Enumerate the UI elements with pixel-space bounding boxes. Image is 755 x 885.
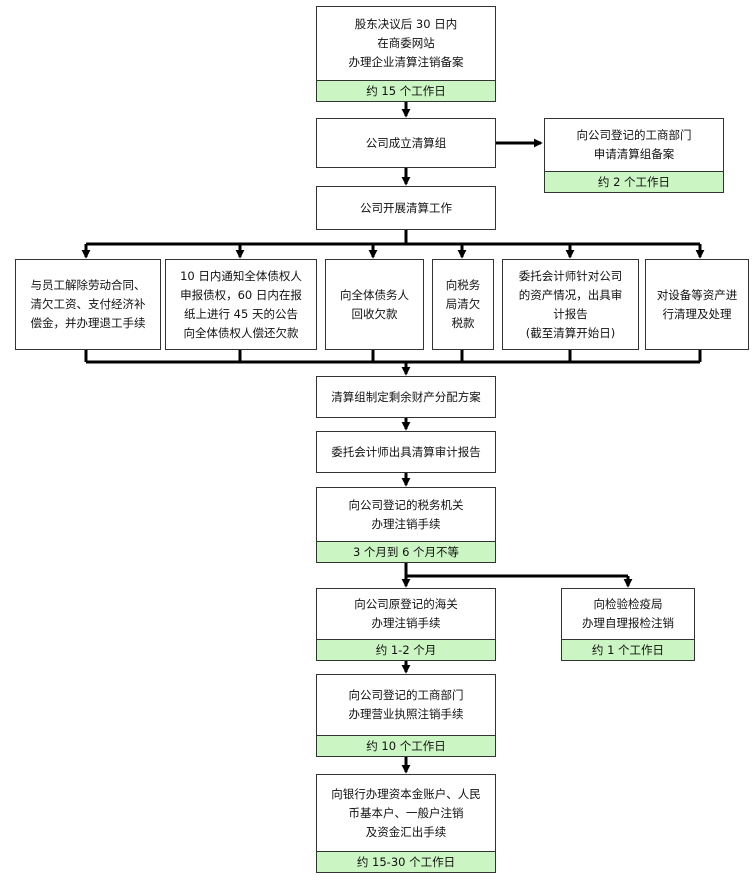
step-label-line: 公司开展清算工作 xyxy=(360,200,452,215)
step-label: 向公司登记的工商部门办理营业执照注销手续 xyxy=(317,675,495,735)
duration-badge: 约 15 个工作日 xyxy=(317,80,495,101)
step-label-line: 向全体债权人偿还欠款 xyxy=(183,325,299,340)
step-label-line: 计报告 xyxy=(553,306,588,321)
step-label-line: 币基本户、一般户注销 xyxy=(348,805,464,820)
step-label: 委托会计师出具清算审计报告 xyxy=(317,432,495,472)
step-label-line: 在商委网站 xyxy=(377,36,435,50)
step-label-line: 清欠工资、支付经济补 xyxy=(30,297,146,311)
duration-badge: 3 个月到 6 个月不等 xyxy=(317,541,495,562)
step-label: 清算组制定剩余财产分配方案 xyxy=(317,377,495,417)
step-label-line: 向银行办理资本金账户、人民 xyxy=(331,786,481,801)
step-task-tax: 向税务局清欠税款 xyxy=(432,259,494,350)
step-label-line: 局清欠 xyxy=(445,297,481,311)
step-label-line: 10 日内通知全体债权人 xyxy=(180,268,302,283)
step-label-line: 向公司登记的工商部门 xyxy=(576,128,692,142)
step-distribution-plan: 清算组制定剩余财产分配方案 xyxy=(316,376,496,418)
step-label-line: 向检验检疫局 xyxy=(593,597,663,611)
duration-badge: 约 10 个工作日 xyxy=(317,735,495,756)
step-label: 公司成立清算组 xyxy=(317,119,495,167)
duration-badge: 约 1-2 个月 xyxy=(317,639,495,660)
step-label-line: 的资产情况，出具审 xyxy=(518,287,623,302)
step-label-line: 办理营业执照注销手续 xyxy=(348,707,464,721)
step-label: 向公司原登记的海关办理注销手续 xyxy=(317,589,495,639)
step-label-line: 纸上进行 45 天的公告 xyxy=(184,306,298,321)
step-label-line: 股东决议后 30 日内 xyxy=(354,17,458,31)
step-task-assets: 对设备等资产进行清理及处理 xyxy=(645,259,749,350)
step-label: 对设备等资产进行清理及处理 xyxy=(646,260,748,349)
step-label-line: 偿金，并办理退工手续 xyxy=(30,316,146,330)
step-task-audit: 委托会计师针对公司的资产情况，出具审计报告 (截至清算开始日) xyxy=(502,259,639,350)
step-label-line: 办理自理报检注销 xyxy=(582,616,674,630)
step-label-line: 办理注销手续 xyxy=(371,616,441,630)
step-task-employees: 与员工解除劳动合同、清欠工资、支付经济补偿金，并办理退工手续 xyxy=(15,259,161,350)
step-team-record: 向公司登记的工商部门申请清算组备案约 2 个工作日 xyxy=(544,118,724,193)
step-label-line: 向公司登记的税务机关 xyxy=(348,497,464,512)
step-label-line: 委托会计师出具清算审计报告 xyxy=(331,444,481,459)
step-label: 向公司登记的税务机关办理注销手续 xyxy=(317,488,495,541)
step-license-cancel: 向公司登记的工商部门办理营业执照注销手续约 10 个工作日 xyxy=(316,674,496,757)
step-label: 与员工解除劳动合同、清欠工资、支付经济补偿金，并办理退工手续 xyxy=(16,260,160,349)
step-label: 向检验检疫局办理自理报检注销 xyxy=(562,589,694,639)
step-label-line: 向公司原登记的海关 xyxy=(354,597,458,611)
step-label-line: 申报债权，60 日内在报 xyxy=(180,287,302,302)
duration-badge: 约 2 个工作日 xyxy=(545,171,723,192)
step-label: 向银行办理资本金账户、人民币基本户、一般户注销及资金汇出手续 xyxy=(317,775,495,851)
step-label-line: 向公司登记的工商部门 xyxy=(348,688,464,702)
step-label-line: 与员工解除劳动合同、 xyxy=(30,278,146,292)
duration-badge: 约 15-30 个工作日 xyxy=(317,851,495,872)
step-start-work: 公司开展清算工作 xyxy=(316,186,496,230)
step-task-debtors: 向全体债务人回收欠款 xyxy=(325,259,424,350)
step-label-line: 对设备等资产进 xyxy=(656,287,738,302)
step-audit-report: 委托会计师出具清算审计报告 xyxy=(316,431,496,473)
step-label-line: 回收欠款 xyxy=(351,306,398,321)
step-label-line: 税款 xyxy=(451,316,475,330)
step-label-line: 向税务 xyxy=(445,278,481,292)
step-label-line: 申请清算组备案 xyxy=(593,147,675,161)
step-label: 向税务局清欠税款 xyxy=(433,260,493,349)
step-label-line: 清算组制定剩余财产分配方案 xyxy=(331,389,481,404)
step-label: 公司开展清算工作 xyxy=(317,187,495,229)
duration-badge: 约 1 个工作日 xyxy=(562,639,694,660)
step-task-creditors: 10 日内通知全体债权人申报债权，60 日内在报纸上进行 45 天的公告向全体债… xyxy=(165,259,317,350)
step-inspection-cancel: 向检验检疫局办理自理报检注销约 1 个工作日 xyxy=(561,588,695,661)
step-label: 向公司登记的工商部门申请清算组备案 xyxy=(545,119,723,171)
step-bank-cancel: 向银行办理资本金账户、人民币基本户、一般户注销及资金汇出手续约 15-30 个工… xyxy=(316,774,496,873)
step-label: 股东决议后 30 日内在商委网站办理企业清算注销备案 xyxy=(317,7,495,80)
step-label-line: 委托会计师针对公司 xyxy=(518,268,623,283)
step-label-line: 办理注销手续 xyxy=(371,516,441,531)
step-label-line: 办理企业清算注销备案 xyxy=(348,55,464,69)
step-label: 10 日内通知全体债权人申报债权，60 日内在报纸上进行 45 天的公告向全体债… xyxy=(166,260,316,349)
step-label-line: (截至清算开始日) xyxy=(525,325,616,340)
step-form-team: 公司成立清算组 xyxy=(316,118,496,168)
step-label: 向全体债务人回收欠款 xyxy=(326,260,423,349)
step-label: 委托会计师针对公司的资产情况，出具审计报告 (截至清算开始日) xyxy=(503,260,638,349)
step-label-line: 公司成立清算组 xyxy=(365,135,447,150)
step-shareholder-filing: 股东决议后 30 日内在商委网站办理企业清算注销备案约 15 个工作日 xyxy=(316,6,496,102)
step-label-line: 及资金汇出手续 xyxy=(365,824,447,839)
step-label-line: 行清理及处理 xyxy=(662,306,732,321)
step-label-line: 向全体债务人 xyxy=(340,287,409,302)
step-customs-cancel: 向公司原登记的海关办理注销手续约 1-2 个月 xyxy=(316,588,496,661)
